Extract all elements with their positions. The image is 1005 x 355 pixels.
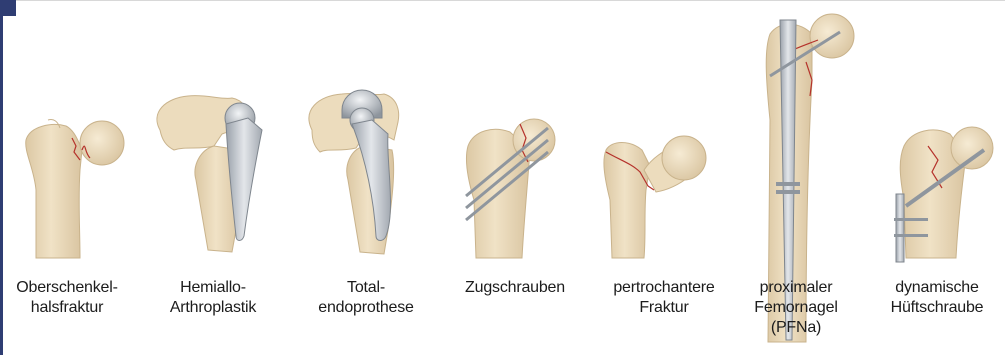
caption-line: proximaler xyxy=(721,278,871,298)
caption-line: Fraktur xyxy=(589,298,739,318)
caption-oberschenkelhalsfraktur: Oberschenkel- halsfraktur xyxy=(0,278,142,318)
caption-line: Femornagel xyxy=(721,298,871,318)
caption-zugschrauben: Zugschrauben xyxy=(440,278,590,298)
caption-line: Hüftschraube xyxy=(862,298,1005,318)
caption-line: (PFNa) xyxy=(721,318,871,338)
caption-pfna: proximaler Femornagel (PFNa) xyxy=(721,278,871,338)
total-hip-replacement-illustration xyxy=(309,90,399,254)
caption-line: endoprothese xyxy=(291,298,441,318)
caption-line: Total- xyxy=(291,278,441,298)
caption-pertrochantere-fraktur: pertrochantere Fraktur xyxy=(589,278,739,318)
caption-totalendoprothese: Total- endoprothese xyxy=(291,278,441,318)
caption-dynamische-hueftschraube: dynamische Hüftschraube xyxy=(862,278,1005,318)
caption-line: pertrochantere xyxy=(589,278,739,298)
caption-line: Arthroplastik xyxy=(138,298,288,318)
caption-line: halsfraktur xyxy=(0,298,142,318)
caption-line: Hemiallo- xyxy=(138,278,288,298)
pertrochanteric-fracture-illustration xyxy=(604,136,706,258)
caption-hemialloarthroplastik: Hemiallo- Arthroplastik xyxy=(138,278,288,318)
caption-line: Oberschenkel- xyxy=(0,278,142,298)
femoral-neck-fracture-illustration xyxy=(26,119,124,258)
caption-line: dynamische xyxy=(862,278,1005,298)
lag-screws-illustration xyxy=(466,119,555,258)
caption-line: Zugschrauben xyxy=(440,278,590,298)
hemiarthroplasty-illustration xyxy=(157,96,262,252)
dynamic-hip-screw-illustration xyxy=(894,127,993,262)
